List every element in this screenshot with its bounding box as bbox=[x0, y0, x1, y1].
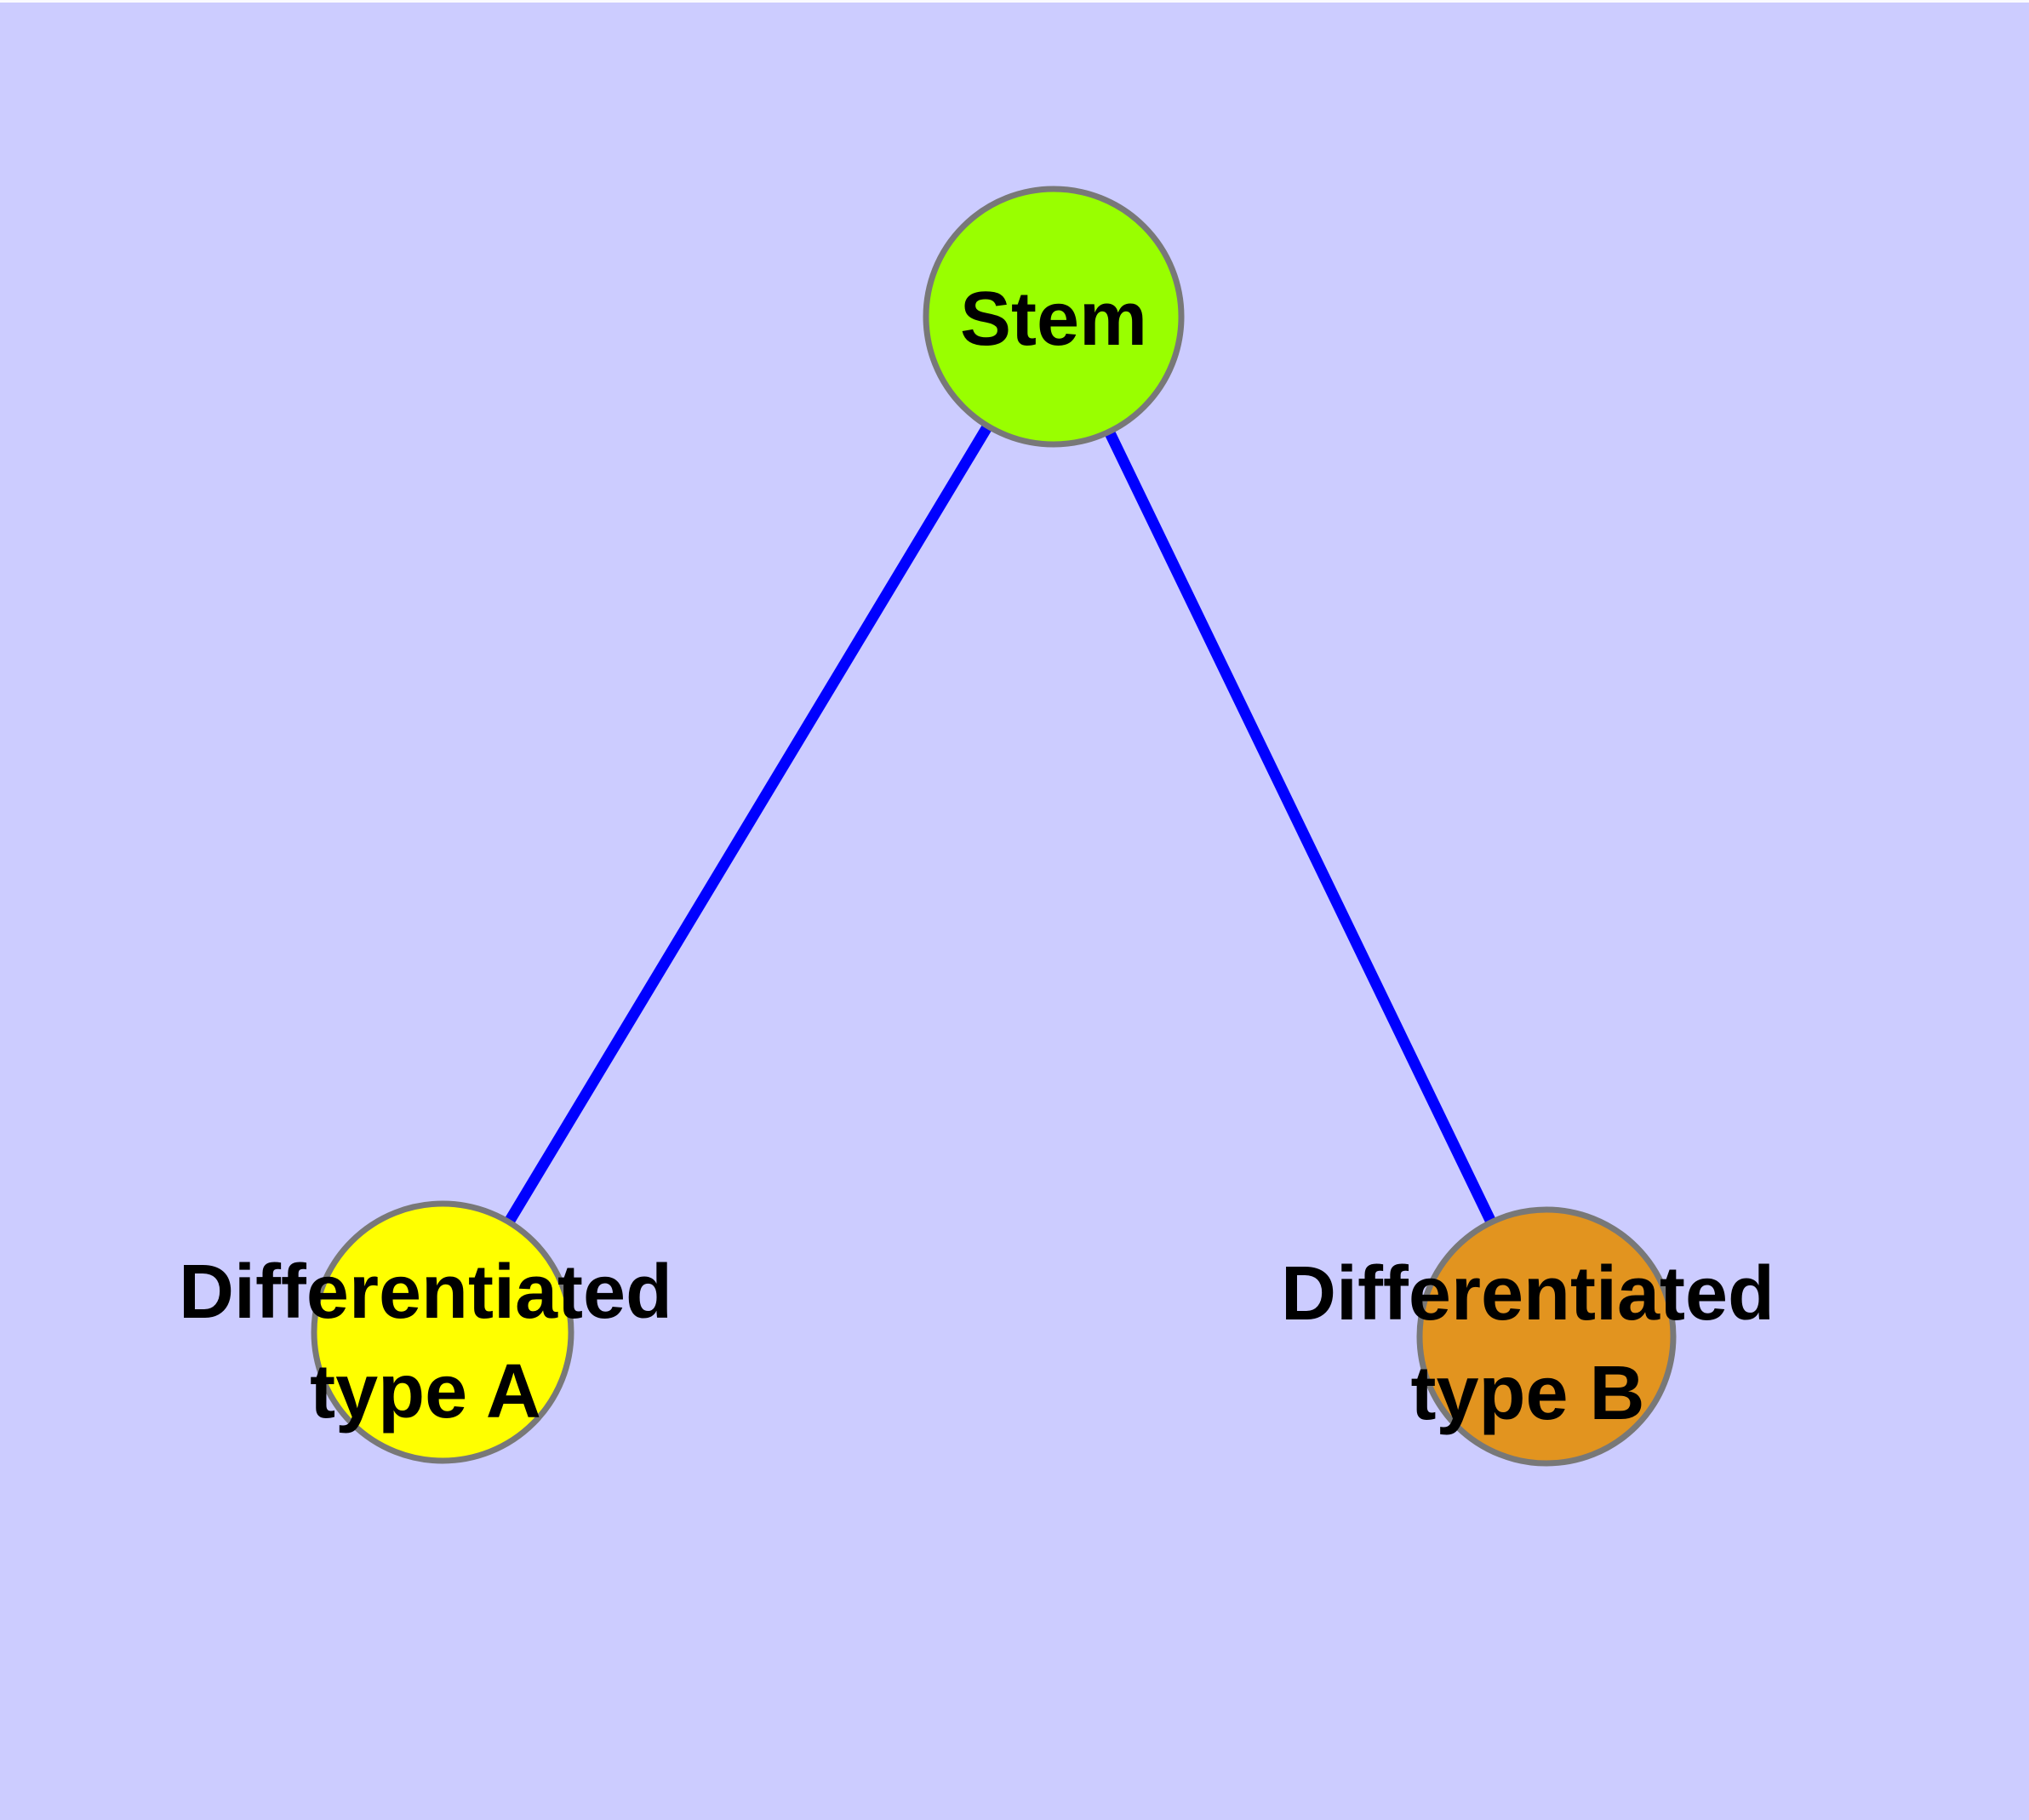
node-differentiated-type-b bbox=[1416, 1206, 1677, 1467]
node-differentiated-type-a-label-line-1: Differentiated bbox=[179, 1250, 672, 1335]
edge-stem-to-differentiated-type-a bbox=[437, 313, 1059, 1336]
node-stem bbox=[923, 186, 1185, 448]
node-differentiated-type-b-label-line-1: Differentiated bbox=[1281, 1251, 1775, 1336]
top-edge-strip bbox=[0, 0, 2029, 3]
node-differentiated-type-a bbox=[311, 1200, 574, 1464]
node-stem-label: Stem bbox=[960, 277, 1147, 362]
edge-stem-to-differentiated-type-b bbox=[1049, 314, 1552, 1339]
node-differentiated-type-b-label-line-2: type B bbox=[1410, 1351, 1644, 1436]
node-differentiated-type-a-label-line-2: type A bbox=[310, 1349, 541, 1434]
